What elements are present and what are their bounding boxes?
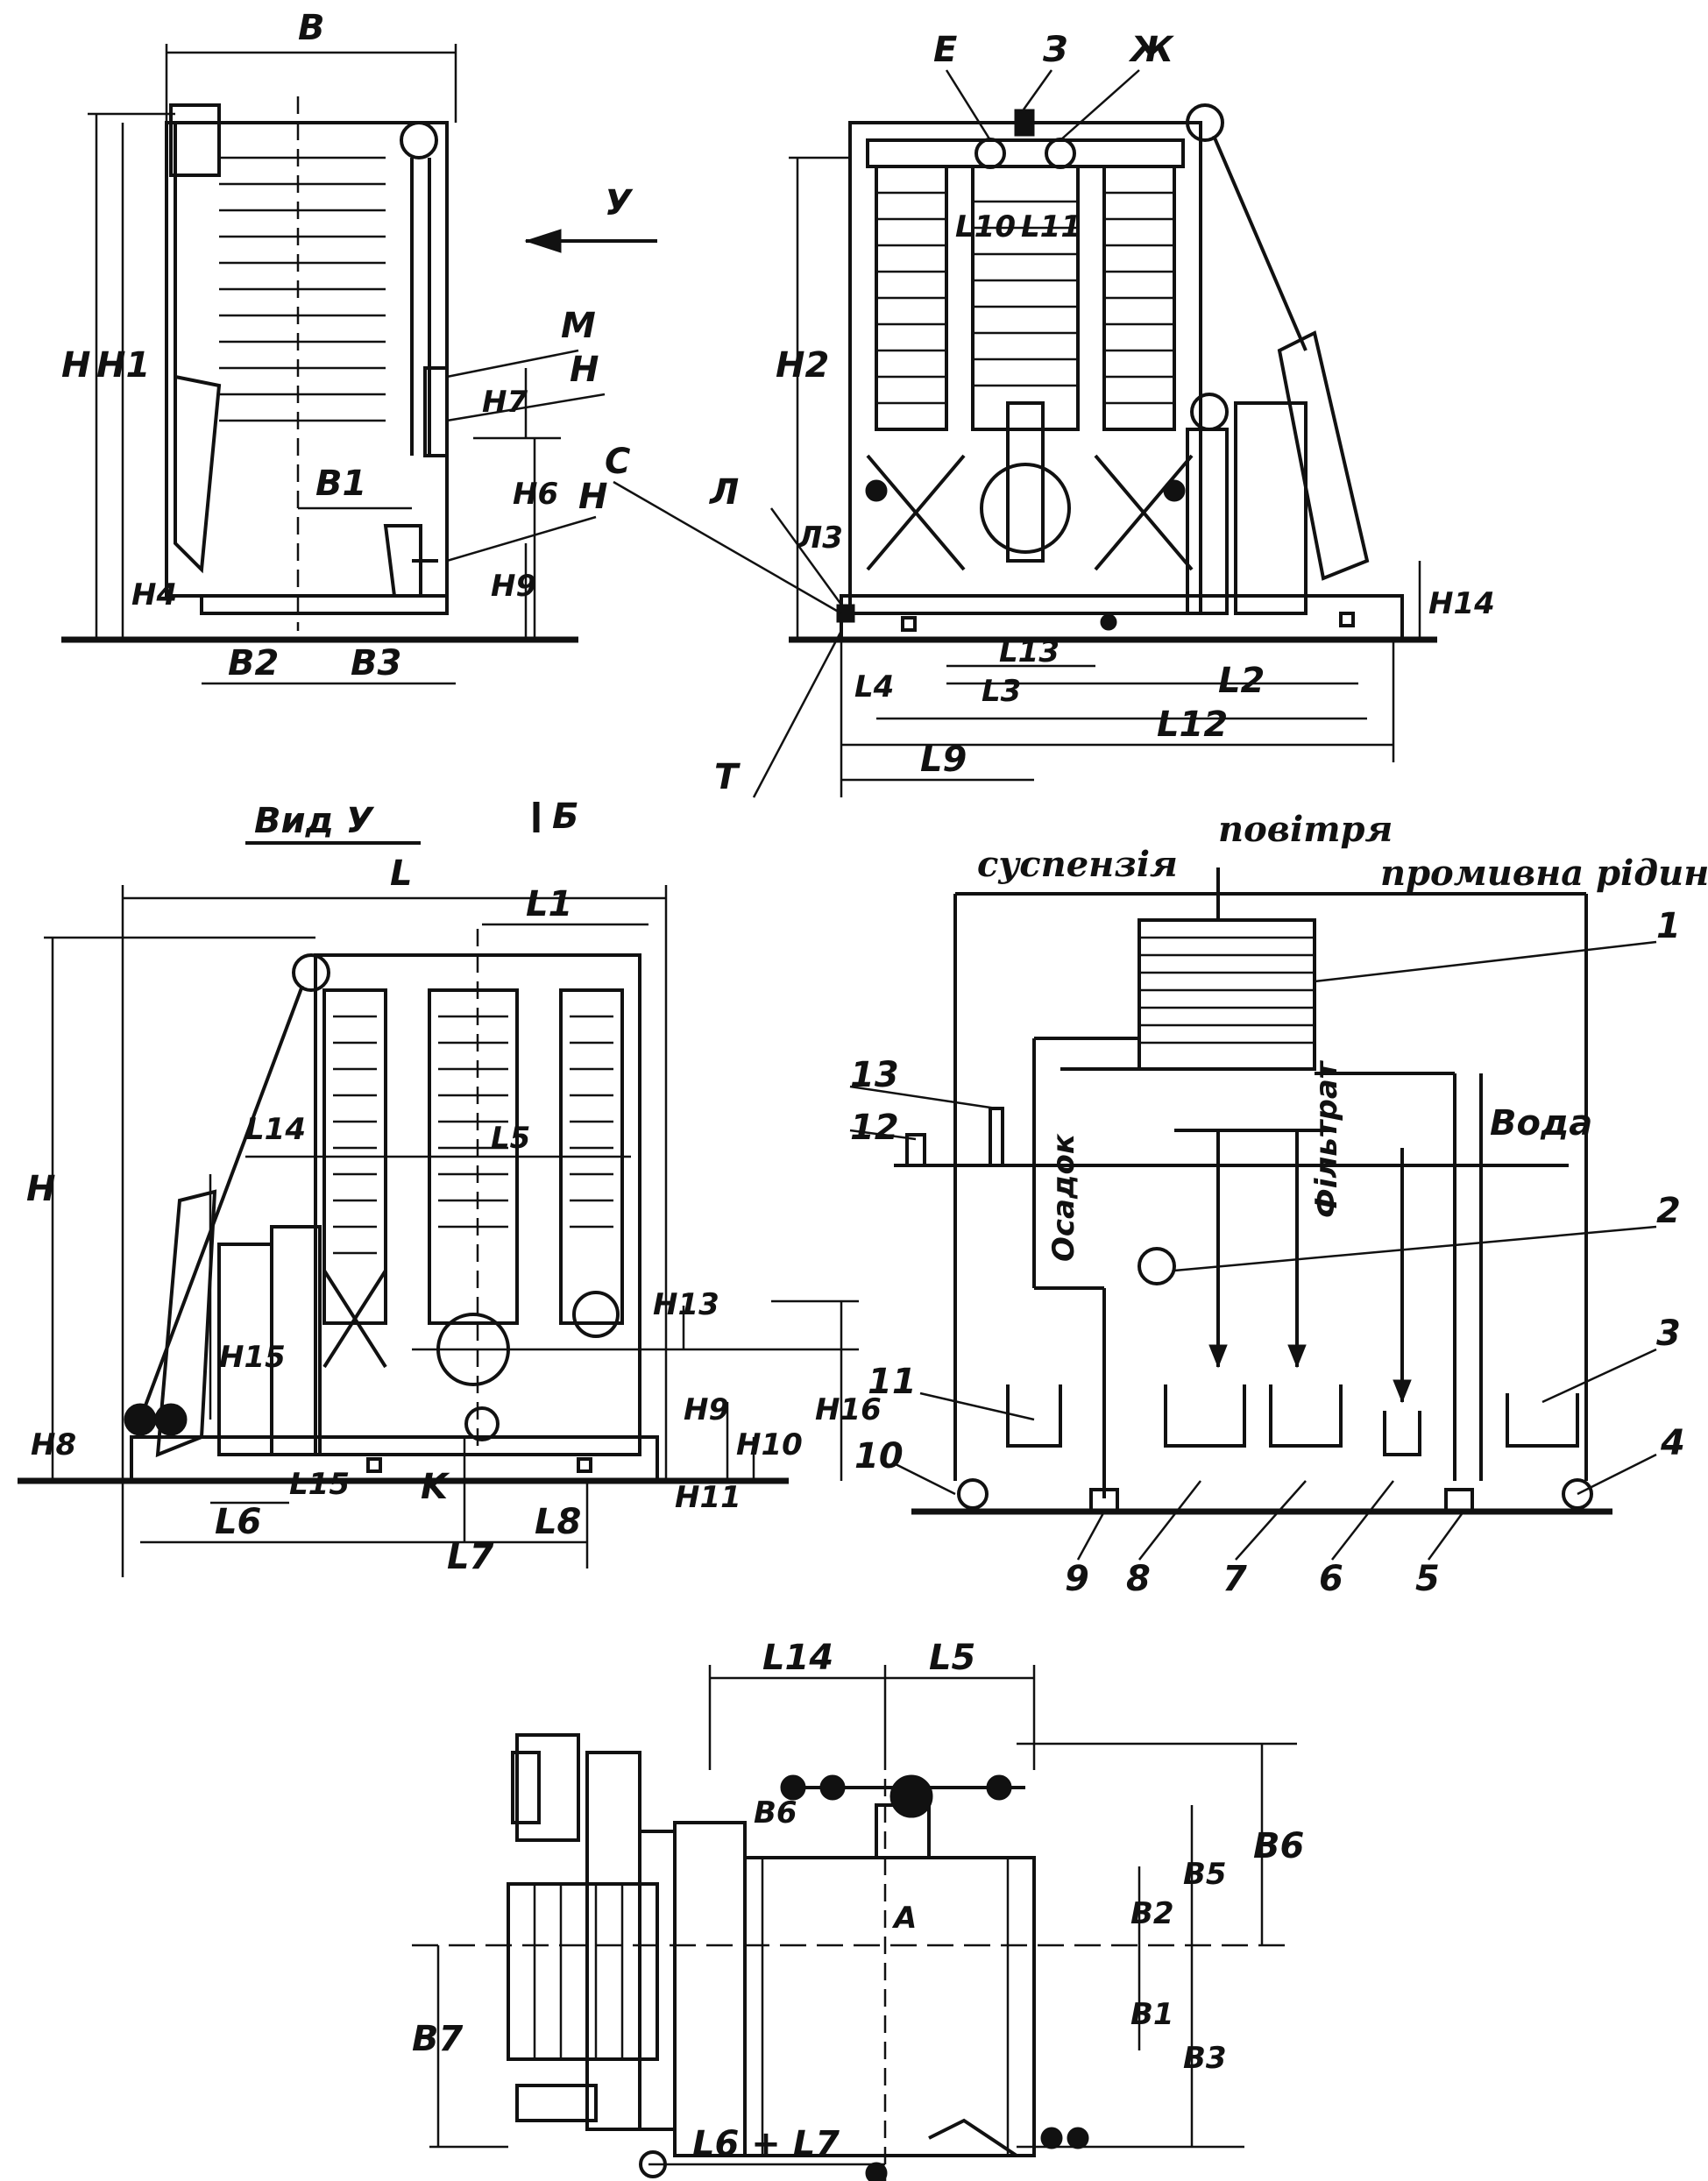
dim-b: B: [298, 8, 325, 48]
dim-h8: H8: [31, 1427, 76, 1462]
callout-7: 7: [1223, 1559, 1247, 1599]
dim-l3: L3: [982, 674, 1021, 709]
dim-l13: L13: [999, 634, 1060, 669]
label-t: T: [714, 757, 741, 797]
dim-h10: H10: [736, 1427, 803, 1462]
stream-suspension: суспензія: [977, 844, 1178, 885]
front-view: E З Ж H2 C Л Л3 L10 L11 L13 L3 L4 L2 L12…: [605, 30, 1495, 798]
dim-l6-l7: L6 + L7: [692, 2124, 840, 2164]
dim-b1: B1: [315, 464, 366, 504]
dim-h7: H7: [482, 385, 528, 420]
dim-l15: L15: [289, 1467, 350, 1502]
callout-3: 3: [1656, 1314, 1681, 1354]
dim-b6: B6: [1253, 1826, 1304, 1866]
stream-filtrate: Фільтрат: [1309, 1059, 1344, 1218]
port-z: З: [1042, 30, 1067, 70]
dim-h4: H4: [131, 577, 177, 613]
port-e: E: [933, 30, 957, 70]
label-m: M: [561, 306, 596, 346]
dim-l: L: [390, 853, 413, 894]
side-view: B H H1 M H H7 H6 H H9 H4 B1 B2 B3 У: [61, 8, 657, 685]
dim-l5: L5: [491, 1121, 530, 1156]
dim-h: H: [61, 345, 90, 386]
dim-l2: L2: [1218, 661, 1265, 701]
view-arrow-label: У: [605, 183, 634, 223]
dim-b5: B5: [1183, 1857, 1227, 1892]
dim-l4: L4: [854, 669, 894, 705]
section-label: Б: [552, 797, 579, 837]
dim-l1: L1: [526, 884, 572, 924]
label-k: K: [421, 1467, 450, 1507]
dim-h11: H11: [675, 1480, 741, 1515]
dim-h15: H15: [219, 1340, 286, 1375]
callout-2: 2: [1656, 1191, 1681, 1231]
process-scheme: суспензія повітря промивна рідина Вода О…: [849, 809, 1708, 1599]
stream-residue: Осадок: [1046, 1133, 1081, 1262]
dim-h2: H2: [776, 345, 829, 386]
callout-12: 12: [850, 1108, 899, 1148]
dim-l7: L7: [447, 1537, 493, 1577]
callout-5: 5: [1415, 1559, 1440, 1599]
dim-b2: B2: [228, 643, 279, 683]
callout-13: 13: [850, 1055, 899, 1095]
dim-h6: H6: [513, 477, 558, 512]
callout-10: 10: [854, 1436, 904, 1476]
dim-h13: H13: [653, 1287, 719, 1322]
callout-11: 11: [868, 1362, 917, 1402]
callout-6: 6: [1319, 1559, 1343, 1599]
dim-b6-inner: B6: [754, 1795, 797, 1830]
label-c: C: [605, 442, 630, 482]
stream-wash-liquid: промивна рідина: [1380, 853, 1708, 894]
plate-columns: [875, 165, 1176, 431]
label-h-lower: H: [578, 477, 607, 517]
plan-view: L14 L5 B6 B5 B2 A B1 B3 B6 B7 L6 + L7: [412, 1638, 1304, 2181]
dim-b2-plan: B2: [1130, 1896, 1174, 1931]
stream-air: повітря: [1218, 809, 1393, 850]
plate-stack: [219, 96, 386, 631]
stream-water: Вода: [1490, 1103, 1592, 1144]
dim-l6: L6: [215, 1502, 261, 1542]
dim-l8: L8: [535, 1502, 581, 1542]
callout-8: 8: [1126, 1559, 1151, 1599]
callout-9: 9: [1065, 1559, 1089, 1599]
dim-l5-plan: L5: [929, 1638, 975, 1678]
dim-l12: L12: [1157, 705, 1228, 745]
dim-b3-plan: B3: [1183, 2041, 1227, 2076]
dim-l14-plan: L14: [762, 1638, 833, 1678]
view-u: Вид У Б: [18, 797, 882, 1577]
dim-b3: B3: [351, 643, 401, 683]
dim-h1: H1: [96, 345, 150, 386]
dim-h14: H14: [1428, 586, 1495, 621]
dim-l10: L10: [955, 209, 1016, 244]
dim-h16: H16: [815, 1392, 882, 1427]
label-l: Л: [709, 472, 739, 513]
dim-h-view: H: [26, 1169, 55, 1209]
label-a: A: [891, 1901, 917, 1936]
label-h-upper: H: [570, 350, 599, 390]
dim-l14: L14: [245, 1112, 306, 1147]
callout-4: 4: [1660, 1423, 1685, 1463]
dim-l3-vert: Л3: [797, 520, 843, 556]
view-title: Вид У: [254, 801, 375, 841]
callout-1: 1: [1656, 906, 1681, 946]
dim-h9-view: H9: [684, 1392, 729, 1427]
dim-l9: L9: [920, 740, 967, 780]
dim-b7: B7: [412, 2019, 463, 2059]
dim-h9: H9: [491, 569, 536, 604]
dim-b1-plan: B1: [1130, 1997, 1174, 2032]
dim-l11: L11: [1021, 209, 1081, 244]
port-zh: Ж: [1128, 30, 1174, 70]
